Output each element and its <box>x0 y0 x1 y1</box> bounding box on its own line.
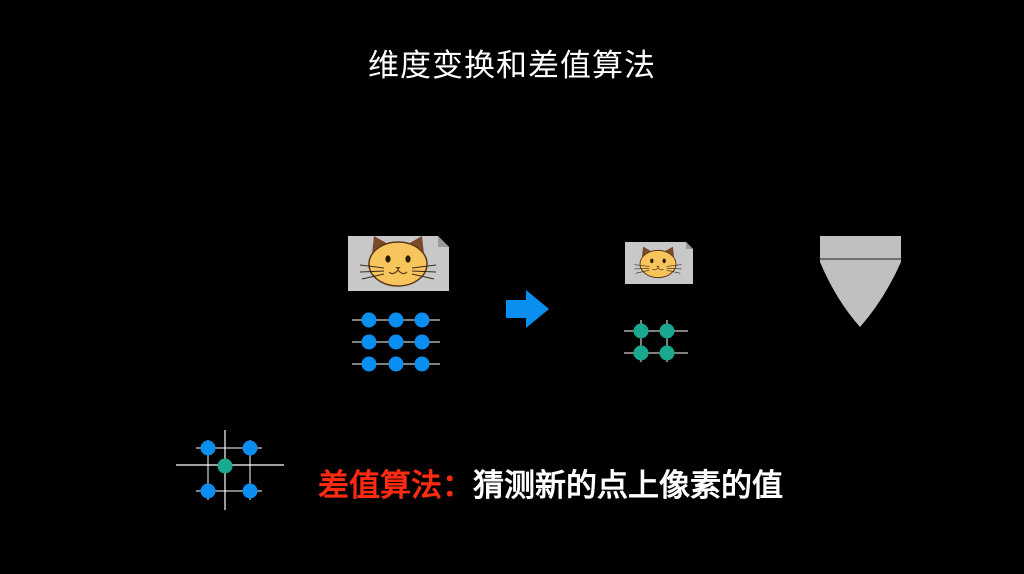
right-arrow-icon <box>506 290 549 328</box>
caption-text: 猜测新的点上像素的值 <box>473 468 783 504</box>
caption: 差值算法：猜测新的点上像素的值 <box>318 460 783 505</box>
interpolation-grid-icon <box>176 430 284 510</box>
pixel-grid-2x2-icon <box>624 320 688 362</box>
cat-photo-small-icon <box>625 242 693 284</box>
pixel-grid-3x3-icon <box>352 313 440 372</box>
cat-photo-icon <box>348 236 449 291</box>
caption-label: 差值算法： <box>318 468 473 504</box>
shield-icon <box>820 236 901 327</box>
